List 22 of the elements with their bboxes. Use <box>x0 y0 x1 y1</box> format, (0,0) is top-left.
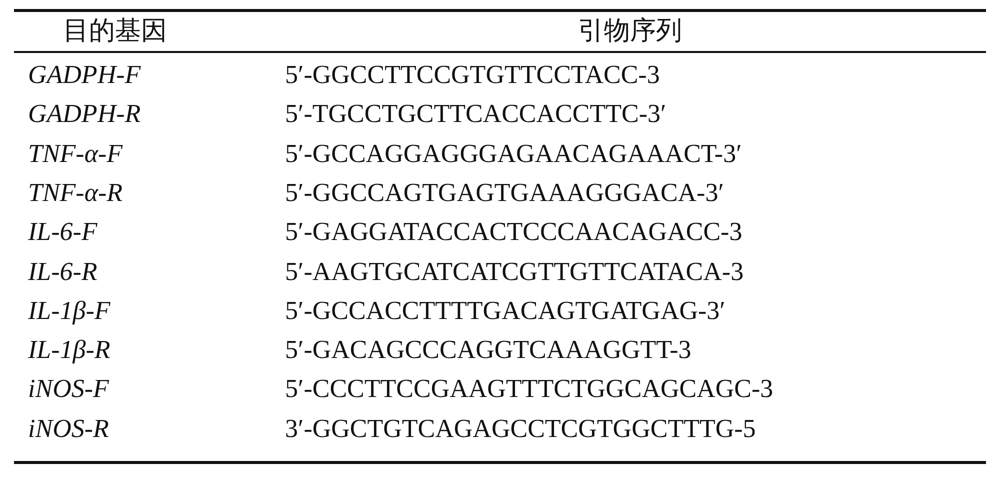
gene-name: IL-6-R <box>28 256 98 286</box>
primer-sequence: 5′-CCCTTCCGAAGTTTCTGGCAGCAGC-3 <box>285 374 774 404</box>
gene-name: iNOS-R <box>28 414 109 444</box>
primer-sequence: 3′-GGCTGTCAGAGCCTCGTGGCTTTG-5 <box>285 414 756 444</box>
gene-name: TNF-α-R <box>28 178 123 208</box>
column-header: 引物序列 <box>578 16 682 46</box>
primer-sequence: 5′-GGCCAGTGAGTGAAAGGGACA-3′ <box>285 178 724 208</box>
primer-sequence: 5′-GGCCTTCCGTGTTCCTACC-3 <box>285 60 660 90</box>
primer-sequence: 5′-GAGGATACCACTCCCAACAGACC-3 <box>285 217 742 248</box>
column-header: 目的基因 <box>63 16 167 46</box>
gene-name: GADPH-F <box>28 60 141 90</box>
gene-name: TNF-α-F <box>28 138 123 169</box>
gene-name: iNOS-F <box>28 374 109 404</box>
gene-name: GADPH-R <box>28 99 141 130</box>
gene-name: IL-1β-R <box>28 335 110 366</box>
gene-name: IL-1β-F <box>28 296 110 326</box>
primer-sequence: 5′-GACAGCCCAGGTCAAAGGTT-3 <box>285 335 692 366</box>
primer-sequence: 5′-AAGTGCATCATCGTTGTTCATACA-3 <box>285 256 744 286</box>
primer-sequence: 5′-GCCAGGAGGGAGAACAGAAACT-3′ <box>285 138 742 169</box>
primer-sequence: 5′-GCCACCTTTTGACAGTGATGAG-3′ <box>285 296 726 326</box>
gene-name: IL-6-F <box>28 217 98 248</box>
primer-sequence: 5′-TGCCTGCTTCACCACCTTC-3′ <box>285 99 666 130</box>
